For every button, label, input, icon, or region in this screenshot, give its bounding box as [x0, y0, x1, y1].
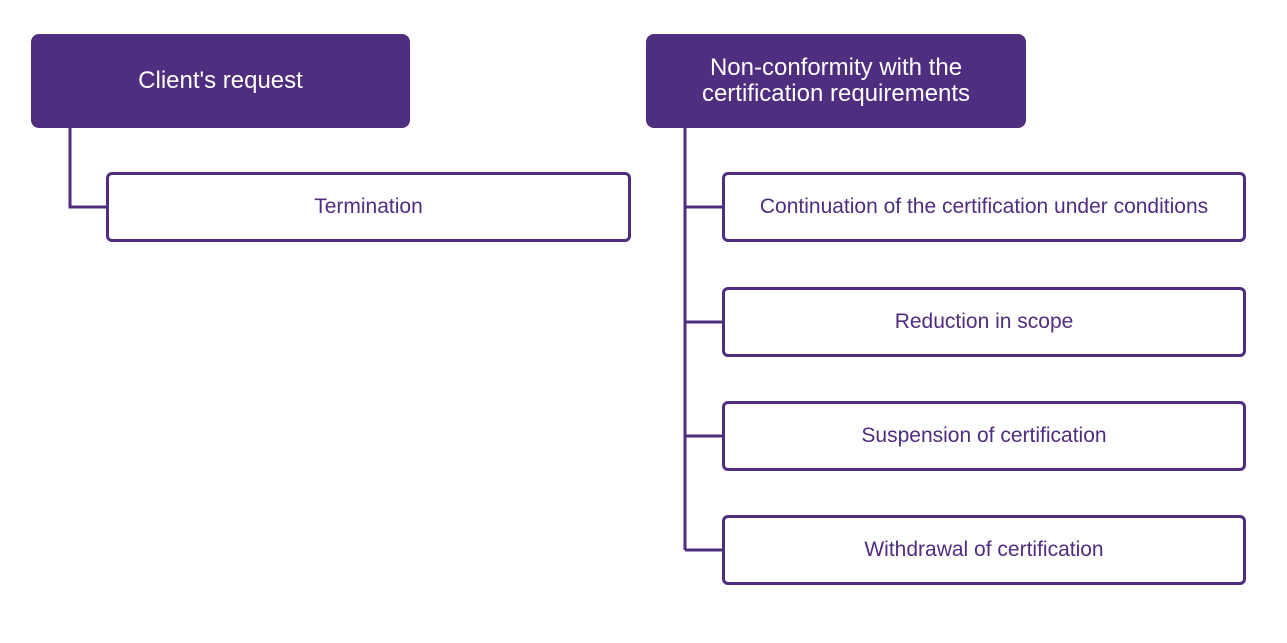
node-termination: Termination [106, 172, 631, 242]
node-withdrawal-of-certification: Withdrawal of certification [722, 515, 1246, 585]
node-reduction-in-scope: Reduction in scope [722, 287, 1246, 357]
header-clients-request: Client's request [31, 34, 410, 128]
header-clients-request-label: Client's request [138, 67, 303, 94]
node-continuation-label: Continuation of the certification under … [759, 195, 1209, 218]
header-non-conformity: Non-conformity with the certification re… [646, 34, 1026, 128]
node-suspension-of-certification: Suspension of certification [722, 401, 1246, 471]
node-reduction-label: Reduction in scope [894, 310, 1074, 333]
header-non-conformity-label: Non-conformity with the certification re… [701, 54, 971, 107]
connector-client-to-termination [68, 128, 107, 209]
node-termination-label: Termination [314, 195, 423, 218]
node-continuation-under-conditions: Continuation of the certification under … [722, 172, 1246, 242]
node-withdrawal-label: Withdrawal of certification [864, 538, 1104, 561]
node-suspension-label: Suspension of certification [861, 424, 1107, 447]
